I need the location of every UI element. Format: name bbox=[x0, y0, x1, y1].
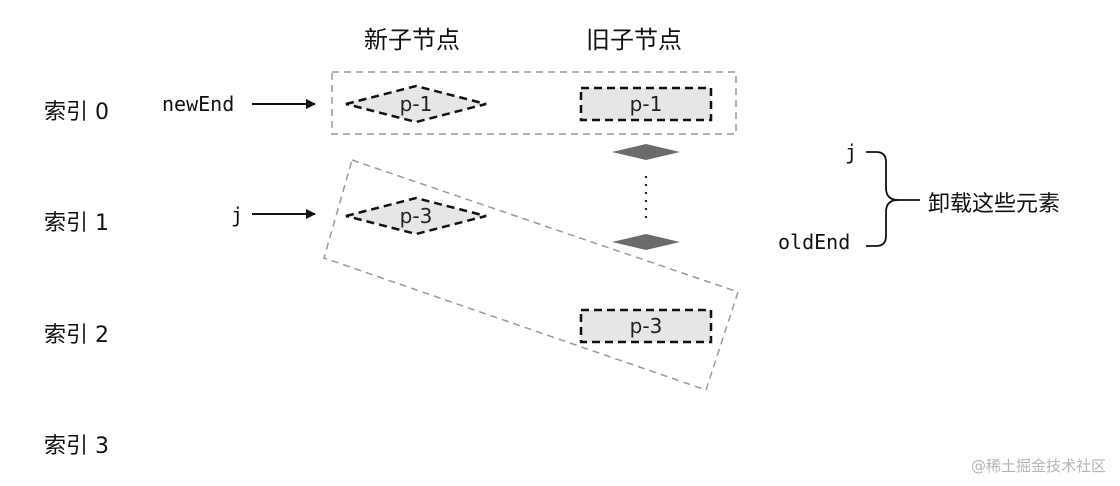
j-pointer-label-right: j bbox=[845, 140, 858, 164]
old-node-p1: p-1 bbox=[579, 86, 713, 122]
new-node-p3: p-3 bbox=[345, 196, 487, 236]
new-node-p1-label: p-1 bbox=[400, 92, 433, 116]
new-node-p3-label: p-3 bbox=[400, 204, 433, 228]
new-node-p1: p-1 bbox=[345, 84, 487, 124]
old-node-p3: p-3 bbox=[579, 308, 713, 344]
j-pointer-label-left: j bbox=[231, 203, 244, 227]
row-label-index-3: 索引 3 bbox=[44, 434, 109, 459]
row-label-index-0: 索引 0 bbox=[44, 100, 109, 125]
row-label-index-2: 索引 2 bbox=[44, 323, 109, 348]
group-box-index-0 bbox=[331, 71, 737, 135]
ellipsis-diamond-bottom bbox=[612, 234, 680, 250]
old-end-pointer-label: oldEnd bbox=[778, 230, 851, 254]
group-box-unmount bbox=[323, 159, 739, 391]
row-label-index-1: 索引 1 bbox=[44, 211, 109, 236]
new-end-pointer-label: newEnd bbox=[162, 92, 235, 116]
curly-brace bbox=[866, 151, 899, 247]
new-children-header: 新子节点 bbox=[364, 26, 460, 54]
old-node-p3-label: p-3 bbox=[630, 314, 663, 338]
watermark-text: @稀土掘金技术社区 bbox=[970, 457, 1106, 475]
old-children-header: 旧子节点 bbox=[586, 26, 682, 54]
old-node-p1-label: p-1 bbox=[630, 92, 663, 116]
unmount-elements-label: 卸载这些元素 bbox=[928, 192, 1061, 217]
ellipsis-diamond-top bbox=[612, 144, 680, 160]
